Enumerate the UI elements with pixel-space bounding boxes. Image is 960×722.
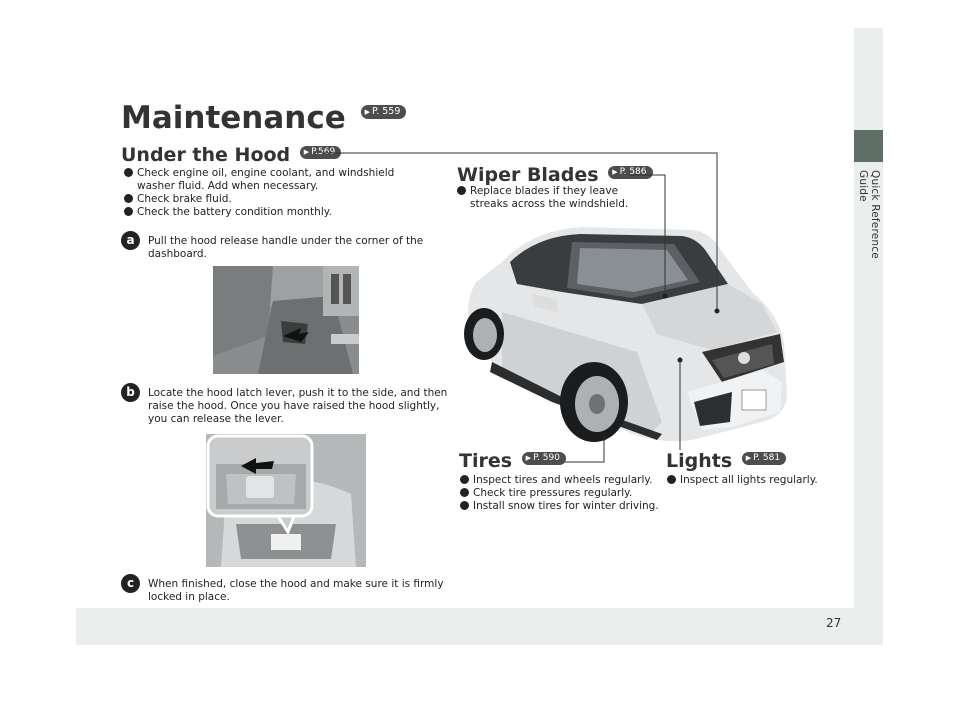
wiper-blades-title: Wiper Blades ▶P. 586 (457, 164, 653, 186)
tires-title: Tires ▶P. 590 (459, 450, 566, 472)
arrow-icon: ▶ (303, 148, 310, 156)
under-hood-title: Under the Hood ▶P.569 (121, 144, 342, 166)
bullet-text: Check the battery condition monthly. (137, 206, 332, 218)
wiper-ref-link[interactable]: ▶P. 586 (608, 166, 653, 179)
bullet-text: Check brake fluid. (137, 193, 232, 205)
step-text: When finished, close the hood and make s… (148, 578, 444, 603)
step-c: c When finished, close the hood and make… (121, 574, 448, 604)
bullet-icon (124, 207, 133, 216)
list-item: Check brake fluid. (124, 193, 434, 206)
bullet-icon (457, 186, 466, 195)
bullet-icon (667, 475, 676, 484)
hood-release-photo (213, 266, 359, 374)
section-title-text: Tires (459, 450, 513, 472)
page-title: Maintenance ▶P. 559 (121, 100, 407, 136)
page-ref-link[interactable]: ▶P. 559 (360, 104, 407, 119)
tires-bullets: Inspect tires and wheels regularly. Chec… (460, 474, 660, 513)
section-title-text: Wiper Blades (457, 164, 599, 186)
ref-text: P. 586 (619, 167, 647, 177)
ref-text: P. 559 (371, 105, 401, 117)
bullet-text: Inspect tires and wheels regularly. (473, 474, 653, 486)
arrow-icon: ▶ (745, 454, 752, 462)
arrow-icon: ▶ (364, 107, 370, 116)
arrow-icon: ▶ (612, 168, 618, 176)
step-text: Pull the hood release handle under the c… (148, 235, 424, 260)
page-title-text: Maintenance (121, 100, 346, 136)
step-badge: a (121, 231, 140, 250)
section-tab (854, 130, 883, 162)
ref-text: P. 581 (753, 453, 781, 463)
list-item: Inspect tires and wheels regularly. (460, 474, 660, 487)
bullet-text: Inspect all lights regularly. (680, 474, 818, 486)
lights-bullets: Inspect all lights regularly. (667, 474, 847, 487)
tires-ref-link[interactable]: ▶P. 590 (521, 452, 566, 465)
bullet-icon (460, 475, 469, 484)
ref-text: P. 590 (533, 453, 560, 463)
page-number: 27 (826, 616, 842, 630)
list-item: Inspect all lights regularly. (667, 474, 847, 487)
bullet-text: Replace blades if they leave streaks acr… (470, 185, 629, 210)
list-item: Replace blades if they leave streaks acr… (457, 185, 657, 211)
section-title-text: Lights (666, 450, 733, 472)
bullet-text: Check engine oil, engine coolant, and wi… (137, 167, 395, 192)
section-title-text: Under the Hood (121, 144, 291, 166)
bullet-text: Install snow tires for winter driving. (473, 500, 659, 512)
bullet-icon (460, 501, 469, 510)
hood-latch-photo (206, 434, 366, 567)
suv-illustration (464, 227, 787, 442)
under-hood-ref-link[interactable]: ▶P.569 (299, 146, 342, 159)
footer-band (76, 608, 854, 645)
bullet-icon (124, 194, 133, 203)
step-badge: b (121, 383, 140, 402)
bullet-icon (124, 168, 133, 177)
ref-text: P.569 (311, 147, 336, 157)
lights-title: Lights ▶P. 581 (666, 450, 787, 472)
list-item: Check tire pressures regularly. (460, 487, 660, 500)
side-label: Quick Reference Guide (857, 170, 881, 259)
step-badge: c (121, 574, 140, 593)
list-item: Check engine oil, engine coolant, and wi… (124, 167, 434, 193)
step-a: a Pull the hood release handle under the… (121, 231, 438, 261)
arrow-icon: ▶ (525, 454, 532, 462)
bullet-text: Check tire pressures regularly. (473, 487, 633, 499)
under-hood-bullets: Check engine oil, engine coolant, and wi… (124, 167, 434, 219)
wiper-bullets: Replace blades if they leave streaks acr… (457, 185, 657, 211)
bullet-icon (460, 488, 469, 497)
list-item: Install snow tires for winter driving. (460, 500, 660, 513)
step-text: Locate the hood latch lever, push it to … (148, 387, 448, 425)
list-item: Check the battery condition monthly. (124, 206, 434, 219)
lights-ref-link[interactable]: ▶P. 581 (741, 452, 787, 465)
step-b: b Locate the hood latch lever, push it t… (121, 383, 448, 426)
